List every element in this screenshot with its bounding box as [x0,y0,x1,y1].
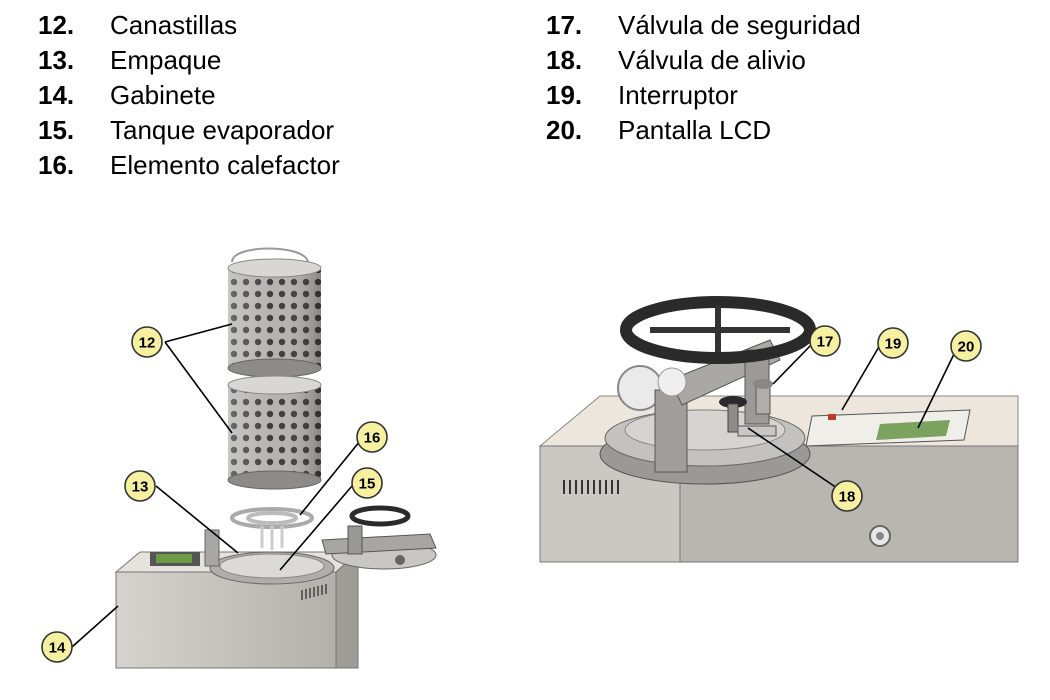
callout-18: 18 [831,480,863,512]
callout-14-label: 14 [49,640,66,657]
legend-item-20: 20. Pantalla LCD [546,113,861,148]
legend-item-14: 14. Gabinete [38,78,340,113]
legend-label: Tanque evaporador [110,115,335,145]
callout-17: 17 [809,325,841,357]
callout-19-label: 19 [885,336,902,353]
callout-13-label: 13 [132,479,149,496]
legend-label: Elemento calefactor [110,150,340,180]
callout-18-label: 18 [839,489,856,506]
autoclave-assembled [538,296,1019,563]
callout-15-label: 15 [359,476,376,493]
callout-12: 12 [131,326,163,358]
legend-label: Válvula de alivio [618,45,806,75]
legend-label: Válvula de seguridad [618,10,861,40]
legend-label: Empaque [110,45,222,75]
legend-item-17: 17. Válvula de seguridad [546,8,861,43]
legend-item-16: 16. Elemento calefactor [38,148,340,183]
legend-label: Canastillas [110,10,238,40]
legend-label: Gabinete [110,80,216,110]
callout-16-label: 16 [364,430,381,447]
leader-lines [71,323,956,648]
callout-12-label: 12 [139,335,156,352]
legend-number: 13. [38,45,75,75]
lid-assembly [321,505,437,570]
legend-label: Pantalla LCD [618,115,772,145]
legend-item-13: 13. Empaque [38,43,340,78]
legend-number: 17. [546,10,583,40]
legend-number: 19. [546,80,583,110]
callout-19: 19 [877,327,909,359]
legend-item-12: 12. Canastillas [38,8,340,43]
callout-14: 14 [41,631,73,663]
legend-label: Interruptor [618,80,738,110]
legend-number: 12. [38,10,75,40]
callout-17-label: 17 [817,334,834,351]
cabinet-exploded [114,550,360,669]
legend-item-19: 19. Interruptor [546,78,861,113]
callout-16: 16 [356,421,388,453]
legend-item-18: 18. Válvula de alivio [546,43,861,78]
basket-lower [227,375,322,490]
legend-item-15: 15. Tanque evaporador [38,113,340,148]
legend-number: 20. [546,115,583,145]
legend-number: 16. [38,150,75,180]
callout-13: 13 [124,470,156,502]
legend-left: 12. Canastillas 13. Empaque 14. Gabinete… [38,8,340,183]
legend-right: 17. Válvula de seguridad 18. Válvula de … [546,8,861,148]
heating-element [230,507,314,550]
legend-number: 14. [38,80,75,110]
basket-upper [227,247,322,378]
legend-number: 15. [38,115,75,145]
callout-20: 20 [950,330,982,362]
callout-20-label: 20 [958,339,975,356]
evaporator-tank [204,529,335,585]
legend-number: 18. [546,45,583,75]
callout-15: 15 [351,467,383,499]
